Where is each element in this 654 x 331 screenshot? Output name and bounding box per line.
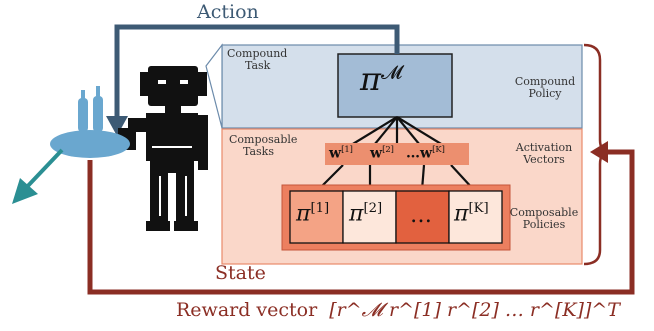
policy-2-symbol: π bbox=[349, 201, 364, 227]
policy-k-superscript: [K] bbox=[468, 201, 489, 216]
compound-policy-symbol: π𝓜 bbox=[360, 60, 403, 98]
policy-cell-3 bbox=[395, 190, 450, 244]
activation-vectors-box bbox=[325, 143, 469, 165]
activation-vectors-line2: Vectors bbox=[523, 153, 565, 166]
policy-cell-4 bbox=[448, 190, 503, 244]
reward-vector-text: Reward vector bbox=[176, 299, 318, 321]
policy-2-label: π[2] bbox=[349, 201, 382, 226]
compound-policy-line1: Compound bbox=[514, 75, 576, 88]
compound-policy-superscript: 𝓜 bbox=[381, 60, 403, 84]
activation-vectors-line1: Activation bbox=[515, 141, 573, 154]
composable-policies-line2: Policies bbox=[522, 218, 566, 231]
motion-arrow bbox=[12, 148, 64, 204]
policy-ellipsis-label: … bbox=[410, 203, 432, 228]
weight-2-superscript: [2] bbox=[382, 144, 394, 154]
reward-vector-math: [r^𝓜 r^[1] r^[2] … r^[K]]^T bbox=[329, 299, 620, 321]
activation-vectors-label: Activation Vectors bbox=[508, 142, 580, 166]
policy-ellipsis-symbol: … bbox=[410, 203, 432, 228]
policy-1-superscript: [1] bbox=[310, 201, 330, 216]
activation-weight-2: w[2] bbox=[370, 144, 394, 162]
state-label: State bbox=[215, 262, 266, 284]
compound-task-label: Compound Task bbox=[227, 48, 287, 72]
policy-k-label: π[K] bbox=[454, 201, 489, 226]
activation-weight-k: …w[K] bbox=[406, 144, 445, 162]
policy-2-superscript: [2] bbox=[363, 201, 383, 216]
weight-1-superscript: [1] bbox=[341, 144, 353, 154]
composable-tasks-line2: Tasks bbox=[243, 145, 274, 158]
composable-tasks-label: Composable Tasks bbox=[229, 134, 297, 158]
policy-cell-1 bbox=[289, 190, 344, 244]
weight-2-symbol: w bbox=[370, 145, 383, 162]
policy-cell-2 bbox=[342, 190, 397, 244]
weight-1-symbol: w bbox=[329, 145, 342, 162]
composable-tasks-line1: Composable bbox=[229, 133, 298, 146]
policy-1-label: π[1] bbox=[296, 201, 329, 226]
reward-vector-label: Reward vector [r^𝓜 r^[1] r^[2] … r^[K]]^… bbox=[176, 299, 620, 321]
compound-task-line1: Compound bbox=[227, 47, 288, 60]
compound-policy-box bbox=[337, 53, 453, 118]
action-arrow bbox=[114, 24, 400, 120]
compound-task-line2: Task bbox=[245, 59, 271, 72]
compound-policy-label: Compound Policy bbox=[510, 76, 580, 100]
composable-policies-label: Composable Policies bbox=[508, 207, 580, 231]
policy-k-symbol: π bbox=[454, 201, 469, 227]
weight-k-superscript: [K] bbox=[432, 144, 445, 154]
state-arrowhead bbox=[590, 141, 608, 163]
state-arrow bbox=[87, 149, 635, 295]
robot bbox=[118, 66, 208, 231]
tray-with-bottles bbox=[50, 86, 130, 158]
action-arrowhead bbox=[106, 116, 128, 136]
policy-1-symbol: π bbox=[296, 201, 311, 227]
compound-policy-line2: Policy bbox=[528, 87, 562, 100]
composable-policies-line1: Composable bbox=[509, 206, 579, 219]
action-label: Action bbox=[197, 1, 259, 23]
compound-policy-pi: π bbox=[360, 60, 382, 98]
weight-k-symbol: …w bbox=[406, 145, 433, 162]
right-brace bbox=[583, 43, 611, 266]
activation-weight-1: w[1] bbox=[329, 144, 353, 162]
projection-cone bbox=[205, 43, 223, 129]
